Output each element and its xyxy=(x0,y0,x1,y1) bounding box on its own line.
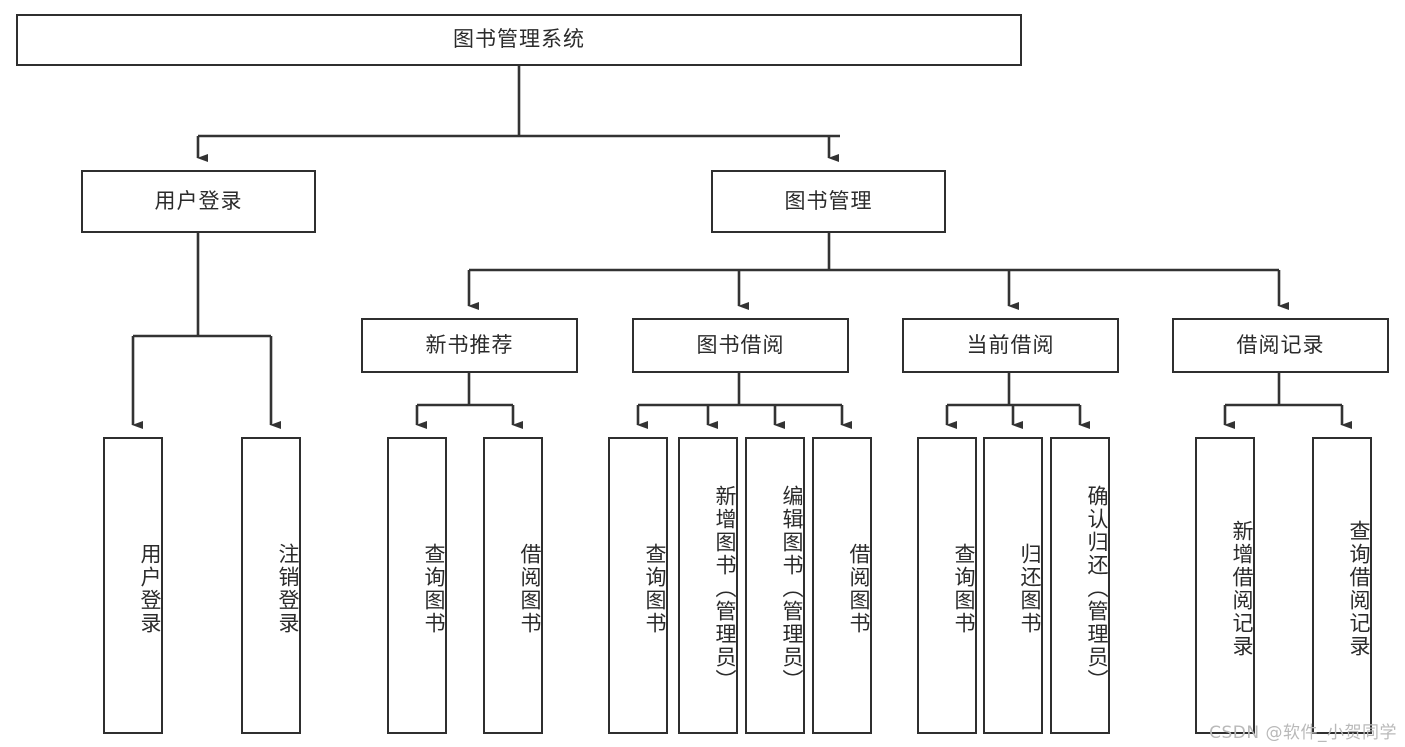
leaf-current-return-book-label: 归还图书 xyxy=(1018,542,1042,635)
node-book-borrow[interactable]: 图书借阅 xyxy=(632,318,849,373)
leaf-record-query-label: 查询借阅记录 xyxy=(1347,519,1371,658)
leaf-current-confirm-return-label: 确认归还（管理员） xyxy=(1085,485,1109,692)
leaf-current-confirm-return[interactable]: 确认归还（管理员） xyxy=(1050,437,1110,734)
leaf-current-return-book[interactable]: 归还图书 xyxy=(983,437,1043,734)
leaf-borrow-edit-book-label: 编辑图书（管理员） xyxy=(780,485,804,692)
node-book-management-label: 图书管理 xyxy=(784,188,873,213)
node-current-borrow-label: 当前借阅 xyxy=(966,332,1055,357)
node-current-borrow[interactable]: 当前借阅 xyxy=(902,318,1119,373)
leaf-record-add-label: 新增借阅记录 xyxy=(1230,519,1254,658)
leaf-recommend-query-book[interactable]: 查询图书 xyxy=(387,437,447,734)
leaf-borrow-edit-book[interactable]: 编辑图书（管理员） xyxy=(745,437,805,734)
leaf-borrow-add-book-label: 新增图书（管理员） xyxy=(713,485,737,692)
node-new-book-recommend[interactable]: 新书推荐 xyxy=(361,318,578,373)
node-book-management[interactable]: 图书管理 xyxy=(711,170,946,233)
node-user-login-label: 用户登录 xyxy=(154,188,243,213)
leaf-borrow-borrow-book-label: 借阅图书 xyxy=(847,542,871,635)
node-root-label: 图书管理系统 xyxy=(453,27,585,52)
leaf-borrow-query-book-label: 查询图书 xyxy=(643,542,667,635)
leaf-current-query-book[interactable]: 查询图书 xyxy=(917,437,977,734)
leaf-recommend-borrow-book-label: 借阅图书 xyxy=(518,542,542,635)
leaf-borrow-add-book[interactable]: 新增图书（管理员） xyxy=(678,437,738,734)
leaf-record-add[interactable]: 新增借阅记录 xyxy=(1195,437,1255,734)
node-user-login[interactable]: 用户登录 xyxy=(81,170,316,233)
leaf-borrow-borrow-book[interactable]: 借阅图书 xyxy=(812,437,872,734)
leaf-recommend-query-book-label: 查询图书 xyxy=(422,542,446,635)
leaf-recommend-borrow-book[interactable]: 借阅图书 xyxy=(483,437,543,734)
leaf-user-login-label: 用户登录 xyxy=(138,542,162,635)
leaf-user-logout[interactable]: 注销登录 xyxy=(241,437,301,734)
node-borrow-record[interactable]: 借阅记录 xyxy=(1172,318,1389,373)
node-root[interactable]: 图书管理系统 xyxy=(16,14,1022,66)
leaf-user-login[interactable]: 用户登录 xyxy=(103,437,163,734)
leaf-user-logout-label: 注销登录 xyxy=(276,542,300,635)
leaf-current-query-book-label: 查询图书 xyxy=(952,542,976,635)
node-book-borrow-label: 图书借阅 xyxy=(696,332,785,357)
leaf-borrow-query-book[interactable]: 查询图书 xyxy=(608,437,668,734)
node-borrow-record-label: 借阅记录 xyxy=(1236,332,1325,357)
leaf-record-query[interactable]: 查询借阅记录 xyxy=(1312,437,1372,734)
node-new-book-recommend-label: 新书推荐 xyxy=(425,332,514,357)
